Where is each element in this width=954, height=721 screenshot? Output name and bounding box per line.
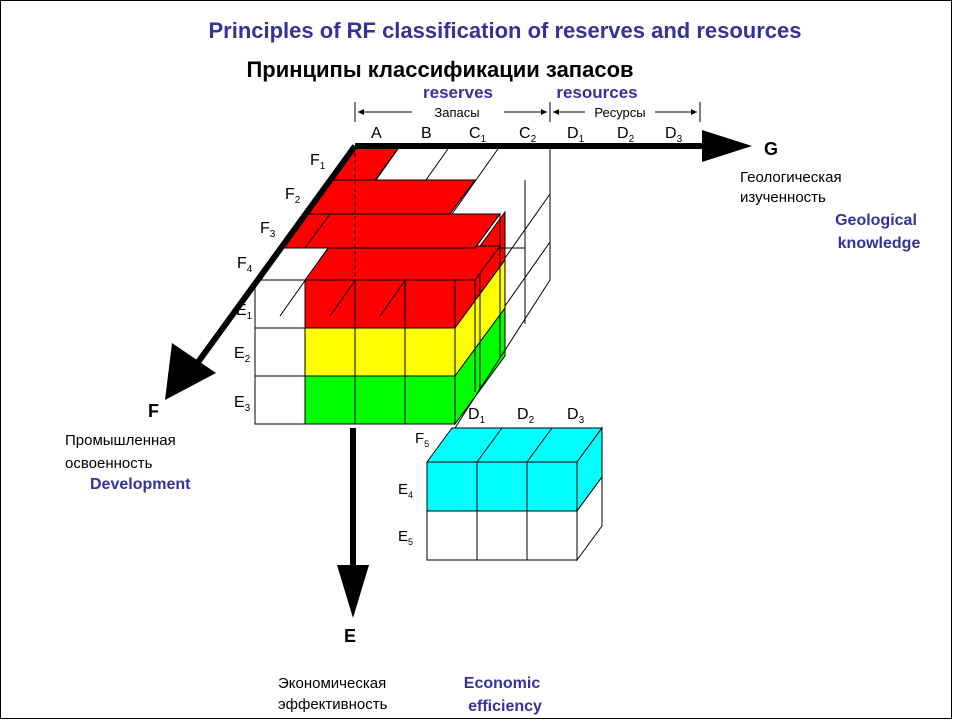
front-cell (304, 375, 356, 425)
resources-label-ru: Ресурсы (594, 105, 645, 120)
small-front-cell (426, 510, 478, 561)
e-axis-ru-2: эффективность (278, 696, 388, 713)
e-level-label: E1 (236, 302, 253, 322)
f-axis-en: Development (90, 476, 191, 493)
column-header: D3 (665, 125, 683, 145)
f-axis-letter: F (148, 401, 159, 421)
small-side-cell (576, 475, 603, 562)
e-level-label: E2 (234, 345, 251, 365)
front-cell (304, 279, 356, 329)
reserves-bracket (354, 102, 701, 122)
side-cell (479, 306, 506, 392)
column-headers: A B C1 C2 D1 D2 D3 (371, 125, 683, 145)
title-russian: Принципы классификации запасов (246, 57, 633, 82)
column-header: B (421, 125, 432, 142)
g-axis-letter: G (764, 139, 778, 159)
e-axis-en-1: Economic (464, 675, 541, 692)
front-cell (254, 279, 306, 329)
small-front-cell (426, 461, 478, 512)
red-top-face (304, 245, 501, 281)
small-e-level-label: E5 (398, 528, 413, 547)
small-front-cell (476, 461, 528, 512)
g-axis-en-1: Geological (835, 212, 917, 229)
column-header: A (371, 125, 382, 142)
e-arrowhead (337, 565, 369, 618)
front-cell (354, 375, 406, 425)
front-cell (354, 279, 406, 329)
main-cube (254, 145, 551, 429)
small-e-level-label: E4 (398, 481, 413, 500)
f-level-label: F3 (260, 220, 276, 240)
small-front-cell (526, 510, 578, 561)
g-axis-ru-1: Геологическая (740, 169, 842, 186)
reserves-label-ru: Запасы (434, 105, 479, 120)
front-cell (404, 375, 456, 425)
column-header: C1 (469, 125, 487, 145)
small-front-cell (526, 461, 578, 512)
f-axis-ru-2: освоенность (65, 455, 153, 472)
title-english: Principles of RF classification of reser… (208, 18, 801, 43)
front-cell (404, 327, 456, 377)
e-level-label: E3 (234, 394, 251, 414)
axis-arrows (193, 143, 718, 580)
g-axis-en-2: knowledge (838, 235, 921, 252)
column-header: C2 (519, 125, 537, 145)
e-axis-letter: E (344, 626, 356, 646)
g-arrowhead (702, 130, 752, 162)
f-arrowhead (165, 343, 216, 400)
g-axis-ru-2: изученность (740, 189, 826, 206)
small-column-header: D2 (517, 406, 535, 426)
small-f-level-label: F5 (415, 430, 429, 449)
front-cell (304, 327, 356, 377)
small-column-header: D1 (468, 406, 486, 426)
f-level-label: F2 (285, 186, 301, 206)
front-cell (254, 327, 306, 377)
f-level-label: F1 (310, 152, 326, 172)
small-column-header: D3 (567, 406, 585, 426)
small-front-cell (476, 510, 528, 561)
front-cell (404, 279, 456, 329)
reserves-label-en: reserves (423, 83, 493, 102)
front-cell (254, 375, 306, 425)
column-header: D1 (567, 125, 585, 145)
resources-label-en: resources (556, 83, 637, 102)
column-header: D2 (617, 125, 635, 145)
f-axis-arrow (193, 144, 358, 367)
side-faces (454, 210, 506, 426)
f-axis-ru-1: Промышленная (65, 432, 176, 449)
small-top-face (426, 427, 603, 463)
front-cell (354, 327, 406, 377)
e-axis-ru-1: Экономическая (278, 675, 386, 692)
f-level-label: F4 (237, 255, 253, 275)
red-top-cells (279, 145, 501, 249)
e-axis-en-2: efficiency (468, 698, 542, 715)
